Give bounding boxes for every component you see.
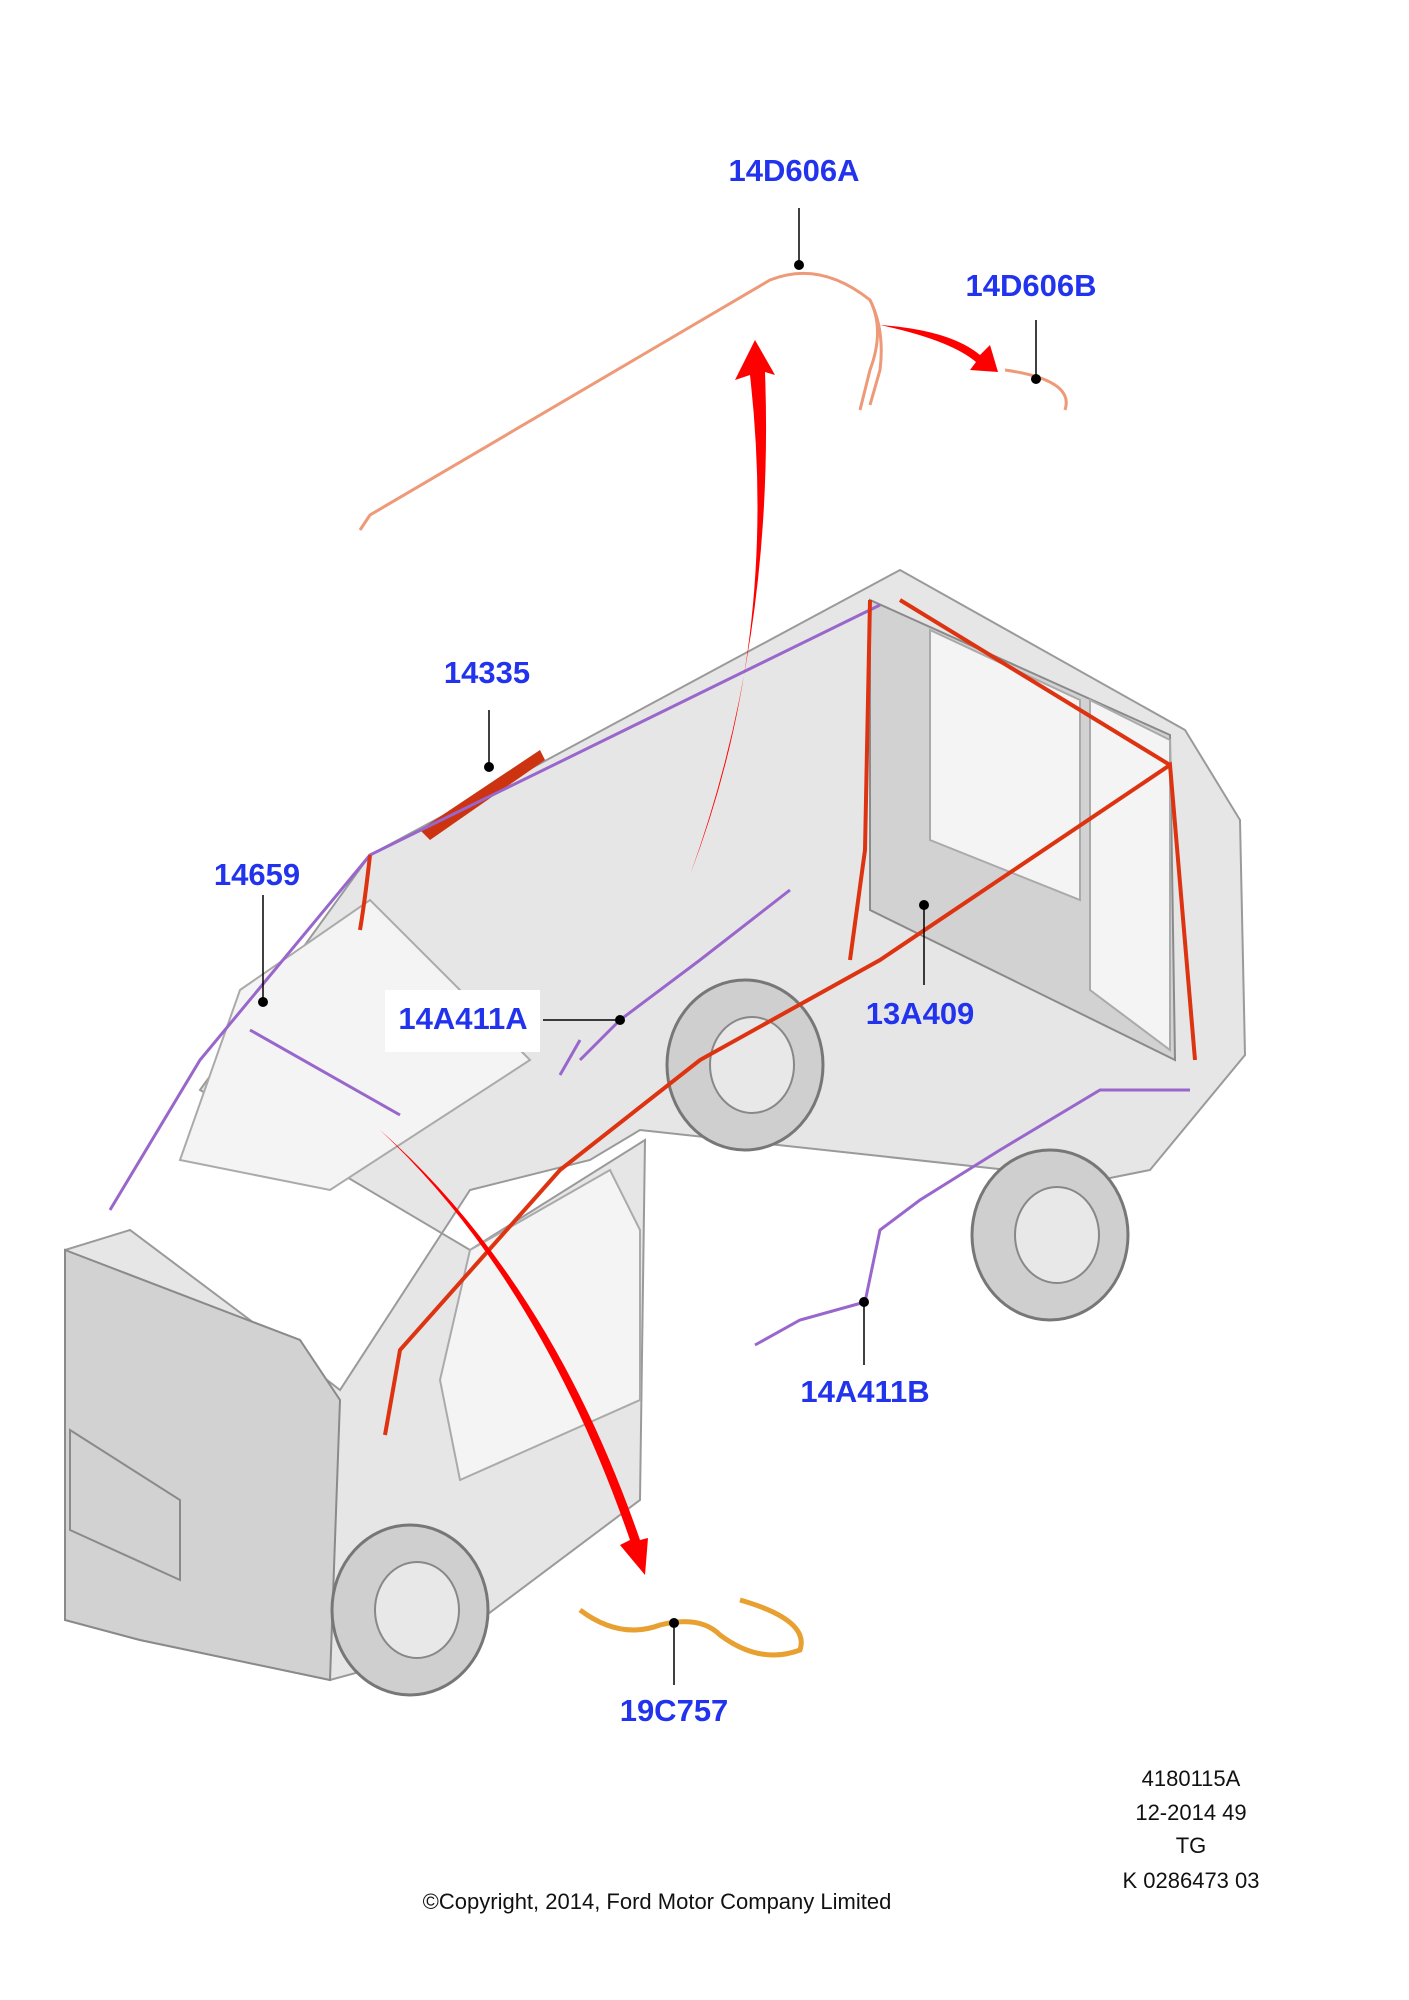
illustration-date: 12-2014 49 [1135, 1800, 1246, 1825]
callout-14A411A[interactable]: 14A411A [385, 990, 625, 1052]
callout-14335[interactable]: 14335 [444, 655, 530, 772]
callout-14659[interactable]: 14659 [214, 857, 300, 1007]
callout-label: 14659 [214, 857, 300, 892]
harness-13A409 [358, 598, 1197, 1436]
harness-14D606A [358, 271, 883, 531]
harness-14D606B [1004, 368, 1068, 411]
callout-14D606B[interactable]: 14D606B [966, 268, 1097, 384]
callout-label: 14D606B [966, 268, 1097, 303]
illustration-model: TG [1176, 1833, 1207, 1858]
van-illustration [64, 568, 1247, 1697]
harness-14335 [420, 750, 545, 840]
callout-19C757[interactable]: 19C757 [620, 1618, 729, 1728]
callout-label: 14D606A [729, 153, 860, 188]
arrow-icon [380, 325, 998, 1575]
illustration-code: 4180115A [1142, 1766, 1241, 1791]
callout-label: 19C757 [620, 1693, 729, 1728]
harness-19C757 [578, 1597, 804, 1658]
callout-label: 14A411A [398, 1001, 527, 1036]
harness-14A411B [754, 1088, 1190, 1347]
callout-13A409[interactable]: 13A409 [866, 900, 975, 1031]
callout-label: 14335 [444, 655, 530, 690]
callout-label: 14A411B [800, 1374, 929, 1409]
copyright-text: ©Copyright, 2014, Ford Motor Company Lim… [423, 1889, 892, 1914]
callout-label: 13A409 [866, 996, 975, 1031]
callout-14D606A[interactable]: 14D606A [729, 153, 860, 270]
illustration-reference: K 0286473 03 [1122, 1868, 1259, 1893]
harness-14659 [108, 603, 881, 1211]
harness-14A411A [558, 888, 791, 1076]
callout-14A411B[interactable]: 14A411B [800, 1297, 930, 1409]
